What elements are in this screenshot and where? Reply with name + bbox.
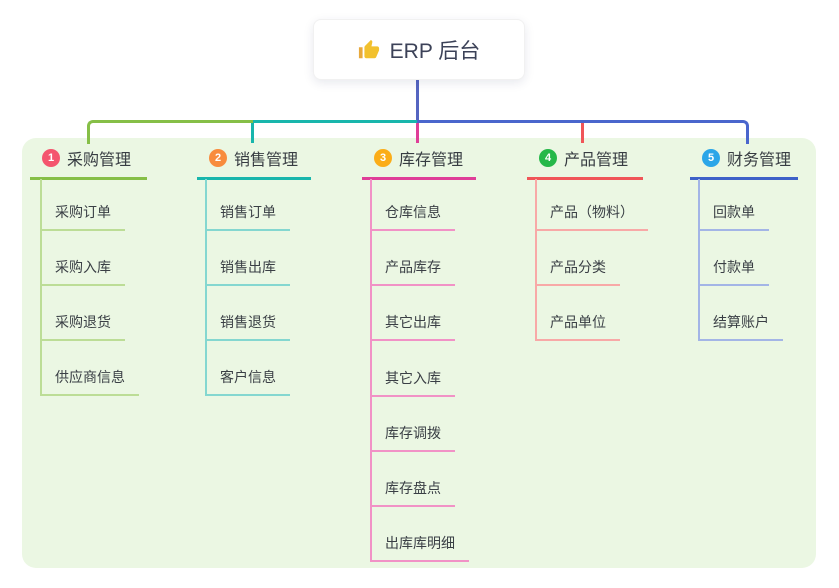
branch-title: 库存管理 <box>399 152 464 169</box>
subtopic[interactable]: 其它出库 <box>370 312 455 341</box>
subtopic[interactable]: 产品分类 <box>535 257 620 286</box>
branch1-sub-line <box>40 179 42 396</box>
subtopic[interactable]: 采购入库 <box>40 257 125 286</box>
branch-badge-1: 1 <box>42 149 60 167</box>
subtopic[interactable]: 销售出库 <box>205 257 290 286</box>
branch-badge-4: 4 <box>539 149 557 167</box>
branch5-sub-line <box>698 179 700 341</box>
branch1-connector-line <box>87 120 253 144</box>
branch4-sub-line <box>535 179 537 341</box>
subtopic[interactable]: 供应商信息 <box>40 367 139 396</box>
branch-title: 财务管理 <box>727 152 792 169</box>
subtopic[interactable]: 产品库存 <box>370 257 455 286</box>
branch-title: 产品管理 <box>564 152 629 169</box>
subtopic[interactable]: 库存调拨 <box>370 423 455 452</box>
thumbs-up-icon <box>358 39 380 61</box>
branch4-connector-line <box>581 123 584 143</box>
branch2-connector-line <box>251 123 254 143</box>
branch-badge-5: 5 <box>702 149 720 167</box>
branch-topic-purchase[interactable]: 1 采购管理 <box>30 146 147 180</box>
branches-panel <box>22 138 816 568</box>
branch-badge-3: 3 <box>374 149 392 167</box>
subtopic[interactable]: 客户信息 <box>205 367 290 396</box>
root-label: ERP 后台 <box>389 39 481 63</box>
branch-topic-sales[interactable]: 2 销售管理 <box>197 146 311 180</box>
branch3-sub-line <box>370 179 372 562</box>
subtopic[interactable]: 结算账户 <box>698 312 783 341</box>
branch-topic-product[interactable]: 4 产品管理 <box>527 146 643 180</box>
branch-title: 销售管理 <box>234 152 299 169</box>
subtopic[interactable]: 其它入库 <box>370 368 455 397</box>
subtopic[interactable]: 库存盘点 <box>370 478 455 507</box>
branch2-sub-line <box>205 179 207 396</box>
subtopic[interactable]: 付款单 <box>698 257 769 286</box>
subtopic[interactable]: 出库库明细 <box>370 533 469 562</box>
branch-topic-inventory[interactable]: 3 库存管理 <box>362 146 476 180</box>
branch-topic-finance[interactable]: 5 财务管理 <box>690 146 798 180</box>
branch-badge-2: 2 <box>209 149 227 167</box>
subtopic[interactable]: 销售退货 <box>205 312 290 341</box>
root-node[interactable]: ERP 后台 <box>313 19 525 80</box>
right-trunk-line <box>417 120 749 144</box>
left-trunk-line <box>253 120 417 123</box>
subtopic[interactable]: 仓库信息 <box>370 202 455 231</box>
subtopic[interactable]: 产品单位 <box>535 312 620 341</box>
subtopic[interactable]: 产品（物料） <box>535 202 648 231</box>
subtopic[interactable]: 销售订单 <box>205 202 290 231</box>
branch-title: 采购管理 <box>67 152 132 169</box>
subtopic[interactable]: 回款单 <box>698 202 769 231</box>
root-trunk-line <box>416 80 419 121</box>
branch3-connector-line <box>416 123 419 143</box>
subtopic[interactable]: 采购订单 <box>40 202 125 231</box>
subtopic[interactable]: 采购退货 <box>40 312 125 341</box>
